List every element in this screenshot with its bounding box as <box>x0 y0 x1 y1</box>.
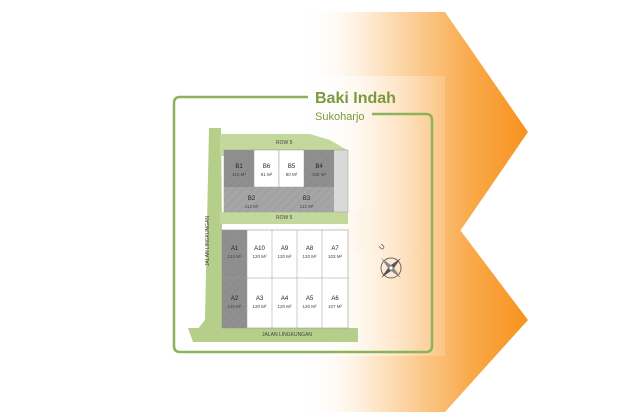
lot-area: 120 M² <box>252 254 267 259</box>
lot-id: A2 <box>230 296 239 302</box>
lot-area: 80 M² <box>285 172 298 177</box>
lot-area: 112 M² <box>244 204 259 209</box>
lot-a4[interactable]: A4 120 M² <box>272 296 297 310</box>
lot-id: B4 <box>315 164 323 170</box>
lot-area: 120 M² <box>277 304 292 309</box>
lot-area: 120 M² <box>227 304 242 309</box>
lot-id: A6 <box>331 296 339 302</box>
lot-a6[interactable]: A6 107 M² <box>322 296 348 310</box>
lot-area: 120 M² <box>252 304 267 309</box>
lot-id: A4 <box>280 296 289 302</box>
development-title: Baki Indah <box>315 90 396 107</box>
lot-a9[interactable]: A9 120 M² <box>272 246 297 260</box>
lot-id: A8 <box>305 246 314 252</box>
lot-area: 120 M² <box>277 254 292 259</box>
lot-id: A3 <box>255 296 264 302</box>
lot-a1[interactable]: A1 123 M² <box>222 246 247 260</box>
lot-b5[interactable]: B5 80 M² <box>279 164 304 178</box>
lot-id: A5 <box>305 296 314 302</box>
site-plan <box>188 128 358 342</box>
road-left <box>197 128 223 330</box>
lot-area: 120 M² <box>302 254 317 259</box>
lot-id: A9 <box>280 246 289 252</box>
lot-area: 120 M² <box>302 304 317 309</box>
lot-a10[interactable]: A10 120 M² <box>247 246 272 260</box>
lot-a8[interactable]: A8 120 M² <box>297 246 322 260</box>
lot-id: A1 <box>230 246 239 252</box>
development-location: Sukoharjo <box>315 111 365 123</box>
lot-area: 105 M² <box>311 172 326 177</box>
lot-a5[interactable]: A5 120 M² <box>297 296 322 310</box>
lot-area: 103 M² <box>327 254 342 259</box>
road-label-top: ROW 5 <box>276 140 293 146</box>
lot-id: A7 <box>331 246 339 252</box>
lot-id: B2 <box>247 196 256 202</box>
lot-b4[interactable]: B4 105 M² <box>304 164 334 178</box>
lot-id: B3 <box>302 196 311 202</box>
lot-a7[interactable]: A7 103 M² <box>322 246 348 260</box>
lot-id: B6 <box>262 164 271 170</box>
lot-area: 110 M² <box>232 172 246 177</box>
road-label-left: JALAN LINGKUNGAN <box>205 215 212 267</box>
lot-id: B5 <box>287 164 296 170</box>
lot-a3[interactable]: A3 120 M² <box>247 296 272 310</box>
road-label-bottom: JALAN LINGKUNGAN <box>262 332 313 338</box>
lot-area: 107 M² <box>327 304 342 309</box>
lot-a2[interactable]: A2 120 M² <box>222 296 247 310</box>
road-bottom <box>188 328 358 342</box>
lot-b3[interactable]: B3 112 M² <box>279 196 334 210</box>
lot-b1[interactable]: B1 110 M² <box>224 164 254 178</box>
lot-id: A10 <box>254 246 265 252</box>
lot-b6[interactable]: B6 91 M² <box>254 164 279 178</box>
road-middle <box>220 212 348 224</box>
lot-area: 91 M² <box>260 172 273 177</box>
lot-area: 112 M² <box>299 204 314 209</box>
compass-rose-icon <box>380 257 402 279</box>
lot-b2[interactable]: B2 112 M² <box>224 196 279 210</box>
road-label-middle: ROW 5 <box>276 215 293 221</box>
map-frame <box>172 95 434 354</box>
lot-area: 123 M² <box>227 254 242 259</box>
lot-id: B1 <box>235 164 243 170</box>
